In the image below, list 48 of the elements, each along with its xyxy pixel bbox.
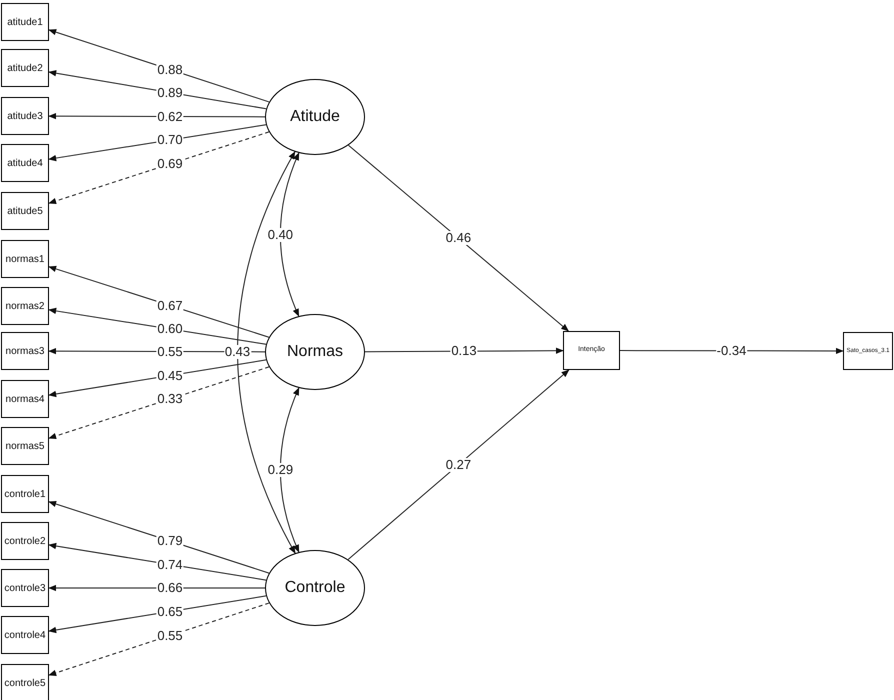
arrow bbox=[48, 366, 270, 440]
edge-label: 0.43 bbox=[224, 344, 252, 359]
edge-label: 0.55 bbox=[156, 628, 184, 642]
indicator-box: atitude5 bbox=[1, 192, 49, 230]
arrow bbox=[348, 144, 570, 332]
latent-ellipse: Controle bbox=[265, 550, 365, 626]
edge-label: 0.60 bbox=[156, 322, 184, 336]
indicator-box: controle1 bbox=[1, 475, 49, 513]
edge-label: -0.34 bbox=[716, 344, 748, 358]
indicator-box: normas3 bbox=[1, 332, 49, 370]
edge-label: 0.88 bbox=[156, 62, 184, 76]
indicator-box: normas1 bbox=[1, 240, 49, 278]
latent-ellipse: Atitude bbox=[265, 79, 365, 155]
edge-label: 0.45 bbox=[156, 368, 184, 382]
arrow bbox=[348, 369, 570, 560]
indicator-box: atitude3 bbox=[1, 97, 49, 135]
edge-label: 0.66 bbox=[156, 581, 184, 595]
arrow bbox=[280, 387, 300, 553]
indicator-box: normas5 bbox=[1, 427, 49, 465]
indicator-box: controle4 bbox=[1, 616, 49, 654]
edge-label: 0.29 bbox=[266, 463, 294, 477]
edge-label: 0.40 bbox=[266, 228, 294, 242]
arrow bbox=[48, 602, 270, 676]
edge-label: 0.67 bbox=[156, 298, 184, 312]
indicator-box: controle3 bbox=[1, 569, 49, 607]
arrow bbox=[237, 151, 296, 554]
edge-label: 0.33 bbox=[156, 392, 184, 406]
edge-label: 0.65 bbox=[156, 604, 184, 618]
indicator-box: atitude4 bbox=[1, 144, 49, 182]
edge-label: 0.27 bbox=[444, 458, 472, 472]
edge-label: 0.89 bbox=[156, 86, 184, 100]
indicator-box: normas4 bbox=[1, 380, 49, 418]
indicator-box: atitude2 bbox=[1, 49, 49, 87]
indicator-box: controle2 bbox=[1, 522, 49, 560]
indicator-box: normas2 bbox=[1, 287, 49, 325]
latent-ellipse: Normas bbox=[265, 314, 365, 390]
edge-label: 0.13 bbox=[450, 344, 478, 358]
edge-label: 0.70 bbox=[156, 133, 184, 147]
edge-label: 0.62 bbox=[156, 110, 184, 124]
edge-label: 0.55 bbox=[156, 344, 184, 358]
edge-label: 0.46 bbox=[444, 231, 472, 246]
arrow bbox=[280, 152, 300, 317]
arrow bbox=[48, 131, 270, 204]
edge-label: 0.79 bbox=[156, 534, 184, 548]
indicator-box: controle5 bbox=[1, 664, 49, 700]
indicator-box: atitude1 bbox=[1, 3, 49, 41]
edge-label: 0.74 bbox=[156, 558, 184, 572]
edge-label: 0.69 bbox=[156, 157, 184, 171]
